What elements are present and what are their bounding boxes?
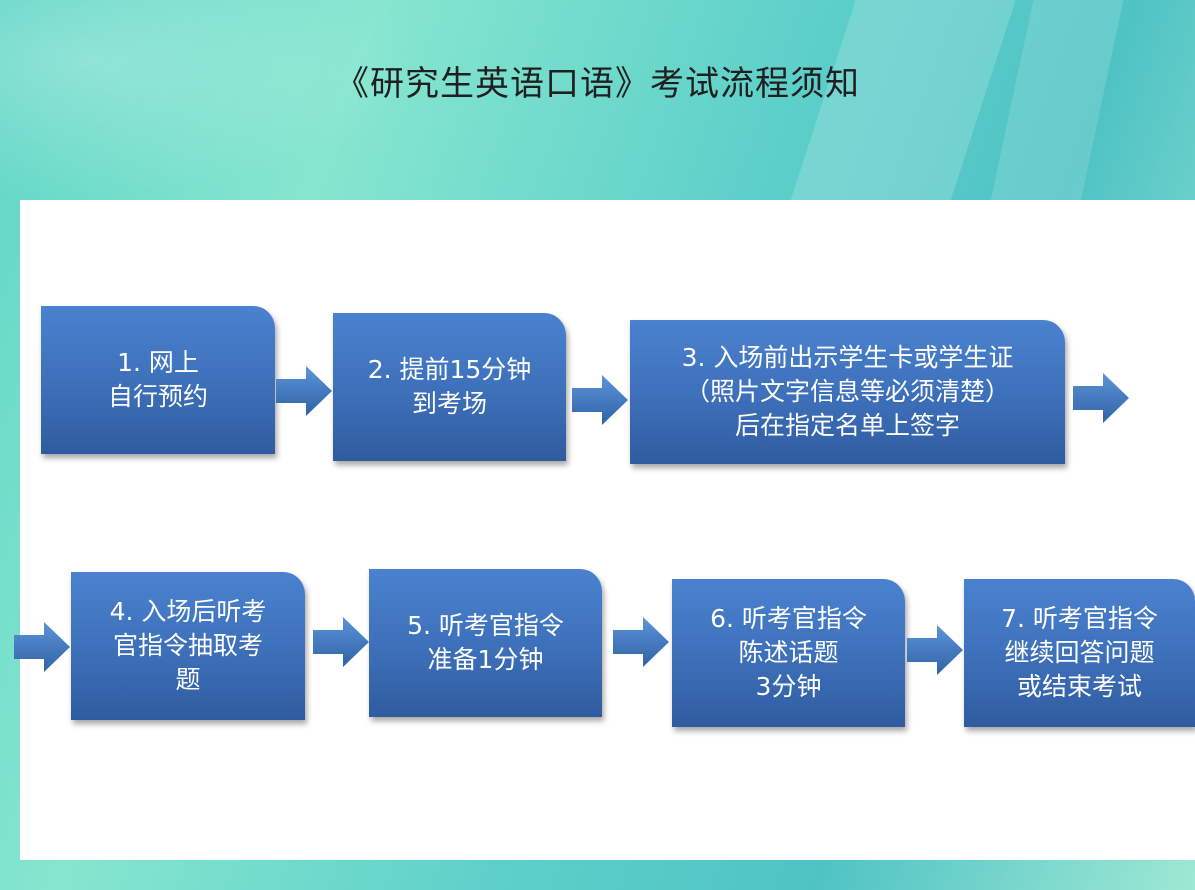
page-title: 《研究生英语口语》考试流程须知 bbox=[335, 64, 860, 104]
flowchart-panel bbox=[20, 200, 1195, 860]
step-4-box: 4. 入场后听考 官指令抽取考 题 bbox=[71, 572, 305, 720]
arrow-right-icon bbox=[1073, 373, 1129, 423]
arrow-right-icon bbox=[14, 622, 70, 672]
arrow-right-icon bbox=[613, 617, 669, 667]
step-7-box: 7. 听考官指令 继续回答问题 或结束考试 bbox=[964, 579, 1195, 727]
arrow-right-icon bbox=[907, 625, 963, 675]
step-1-box: 1. 网上 自行预约 bbox=[41, 306, 275, 454]
step-2-box: 2. 提前15分钟 到考场 bbox=[333, 313, 566, 461]
arrow-right-icon bbox=[276, 366, 332, 416]
step-3-box: 3. 入场前出示学生卡或学生证 （照片文字信息等必须清楚） 后在指定名单上签字 bbox=[630, 320, 1065, 464]
arrow-right-icon bbox=[313, 617, 369, 667]
step-6-box: 6. 听考官指令 陈述话题 3分钟 bbox=[672, 579, 905, 727]
arrow-right-icon bbox=[572, 375, 628, 425]
step-5-box: 5. 听考官指令 准备1分钟 bbox=[369, 569, 602, 717]
